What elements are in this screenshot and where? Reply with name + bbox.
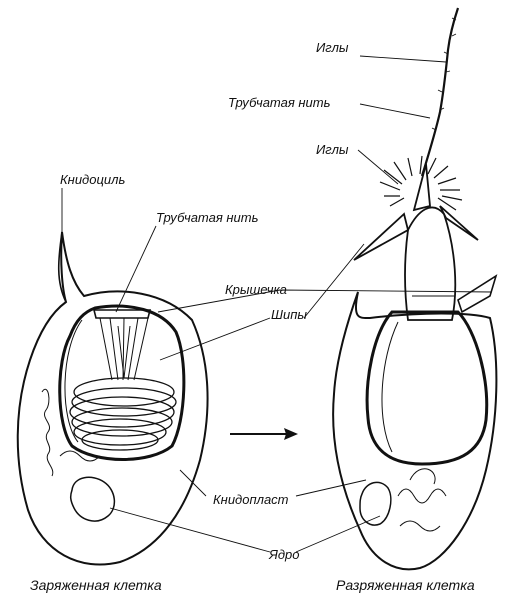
label-spines: Шипы bbox=[271, 307, 307, 322]
coiled-thread bbox=[69, 377, 177, 451]
captions: Заряженная клетка Разряженная клетка bbox=[30, 577, 475, 593]
inverted-thread bbox=[99, 317, 149, 381]
label-cnidocil: Книдоциль bbox=[60, 172, 125, 187]
label-cnidoplast: Книдопласт bbox=[213, 492, 289, 507]
label-lid: Крышечка bbox=[225, 282, 287, 297]
leader-lines bbox=[61, 55, 493, 553]
cnidocil bbox=[57, 231, 67, 303]
discharged-cell-body bbox=[332, 291, 498, 571]
transition-arrow bbox=[230, 428, 298, 440]
charged-cell-body bbox=[16, 231, 209, 566]
label-tubular-thread-left: Трубчатая нить bbox=[156, 210, 259, 225]
barbs-cluster bbox=[379, 155, 463, 211]
label-nucleus: Ядро bbox=[268, 547, 300, 562]
label-igly-mid: Иглы bbox=[316, 142, 349, 157]
cnidoplast-strands-left bbox=[41, 388, 101, 477]
capsule-charged bbox=[58, 304, 186, 461]
nucleus-charged bbox=[69, 476, 116, 522]
spines-discharged bbox=[353, 163, 479, 261]
capsule-discharged bbox=[365, 310, 489, 466]
everted-tube bbox=[404, 206, 457, 321]
cnidoplast-strands-right bbox=[397, 468, 447, 532]
open-lid bbox=[457, 274, 498, 314]
label-tubular-thread-right: Трубчатая нить bbox=[228, 95, 331, 110]
capsule-lid-charged bbox=[92, 309, 152, 319]
discharged-cell bbox=[332, 7, 498, 571]
tubular-thread bbox=[420, 7, 460, 177]
charged-cell bbox=[16, 231, 209, 566]
labels: Иглы Трубчатая нить Иглы Книдоциль Трубч… bbox=[60, 40, 349, 562]
label-igly-top: Иглы bbox=[316, 40, 349, 55]
nucleus-discharged bbox=[359, 481, 392, 526]
caption-charged-cell: Заряженная клетка bbox=[30, 577, 162, 593]
caption-discharged-cell: Разряженная клетка bbox=[336, 577, 475, 593]
